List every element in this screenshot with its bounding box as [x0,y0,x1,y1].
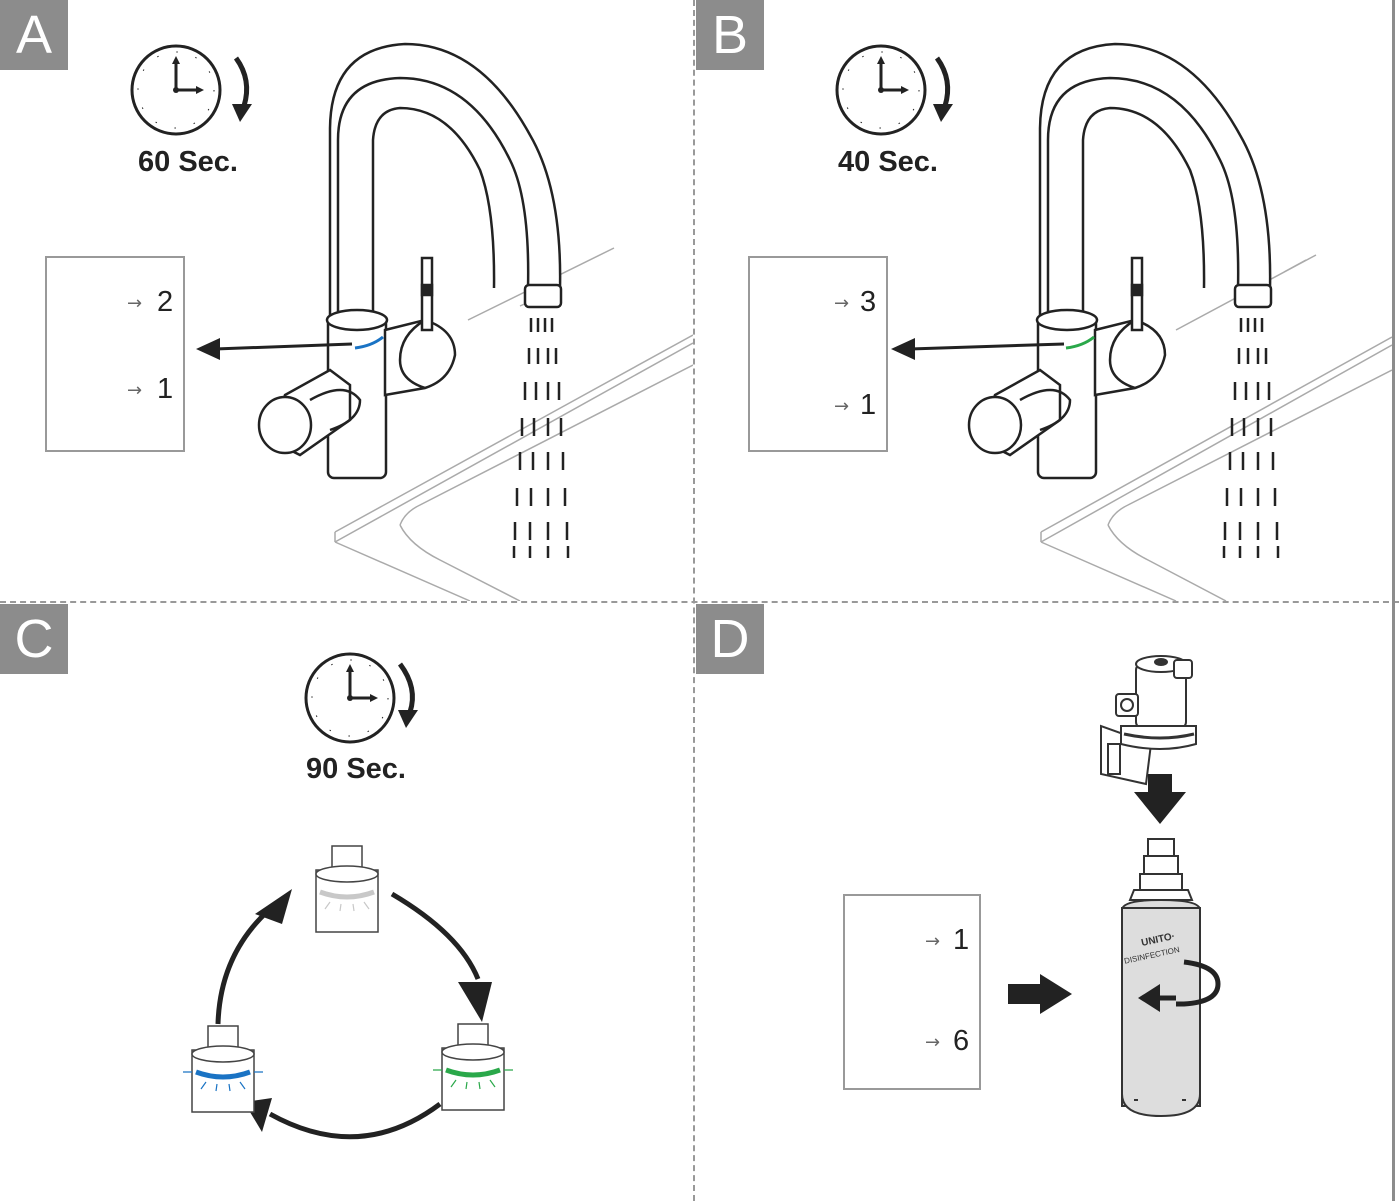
arrow-up-icon [255,889,292,924]
arrow-down-icon [458,982,492,1022]
faucet-led-arc [354,335,384,350]
arrow-left-icon [891,338,1065,360]
rotate-arrow-icon [232,56,252,122]
faucet-icon [967,42,1273,480]
panel-c: C 90 Sec. [0,604,693,1201]
led-legend: → 2 → 1 [45,256,185,452]
panel-c-drawing [183,652,513,1140]
legend-count: 1 [157,373,174,405]
faucet-icon [257,42,563,480]
arrow-right-icon [1008,974,1072,1014]
legend-count: 2 [157,286,174,318]
clock-icon [304,652,396,744]
legend-count: 1 [860,389,877,421]
legend-count: 1 [953,924,970,956]
rotate-arrow-icon [933,56,953,122]
panel-a: A 60 Sec. → 2 → 1 [0,0,693,601]
filter-cartridge-icon: UNITO· DISINFECTION [1121,838,1201,1118]
arrow-right-icon: → [925,931,941,952]
led-ring-icon [315,845,379,933]
arrow-right-icon: → [834,396,850,417]
filter-head-icon [1100,655,1197,786]
panel-letter: B [696,0,764,70]
vertical-divider [693,0,695,1201]
right-edge-line [1392,0,1395,1201]
clock-icon [835,44,927,136]
arrow-right-icon: → [127,380,143,401]
panel-letter: C [0,604,68,674]
clock-icon [130,44,222,136]
led-legend: → 3 → 1 [748,256,888,452]
water-spray [1222,318,1280,558]
panel-d: UNITO· DISINFECTION D → 1 → 6 [696,604,1392,1201]
cycle-arrows [215,891,481,1140]
panel-letter: D [696,604,764,674]
arrow-right-icon: → [925,1032,941,1053]
sink-outline [1040,254,1392,601]
duration-label: 40 Sec. [838,146,938,178]
duration-label: 90 Sec. [306,753,406,785]
legend-count: 6 [953,1025,970,1057]
faucet-led-arc [1065,335,1095,350]
arrow-right-icon: → [127,293,143,314]
panel-d-drawing: UNITO· DISINFECTION [848,655,1221,1118]
rotate-arrow-icon [397,662,418,728]
arrow-left-icon [196,338,353,360]
horizontal-divider [0,601,1399,603]
arrow-down-icon [1134,774,1186,824]
turn-arrow-icon [1138,959,1221,1012]
water-spray [512,318,570,558]
led-legend: → 1 → 6 [843,894,981,1090]
legend-count: 3 [860,286,877,318]
led-ring-icon [183,1025,263,1113]
arrow-right-icon: → [834,293,850,314]
panel-letter: A [0,0,68,70]
led-ring-icon [433,1023,513,1111]
panel-b: B 40 Sec. → 3 → 1 [696,0,1392,601]
duration-label: 60 Sec. [138,146,238,178]
